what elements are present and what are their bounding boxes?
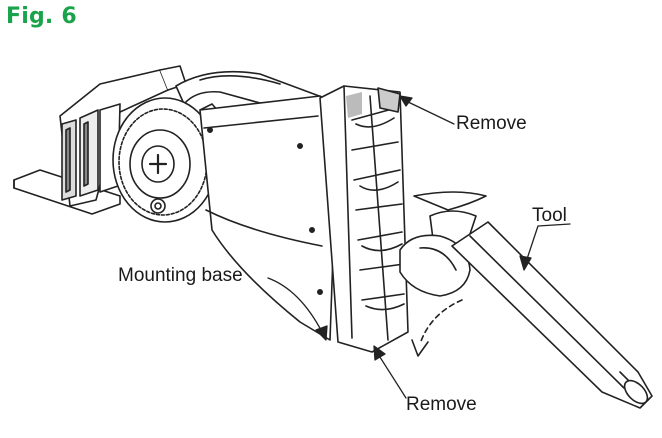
wall-bracket [13, 65, 187, 215]
leader-lines [267, 95, 571, 399]
label-mounting-base: Mounting base [118, 265, 243, 286]
tool-screwdriver [399, 191, 653, 409]
figure-title: Fig. 6 [6, 4, 77, 29]
label-remove-top: Remove [456, 113, 527, 134]
label-tool: Tool [532, 205, 567, 226]
rotation-arrow [411, 299, 463, 357]
mounting-housing [199, 95, 339, 341]
front-clip-frame [319, 85, 409, 353]
label-remove-bottom: Remove [406, 394, 477, 415]
